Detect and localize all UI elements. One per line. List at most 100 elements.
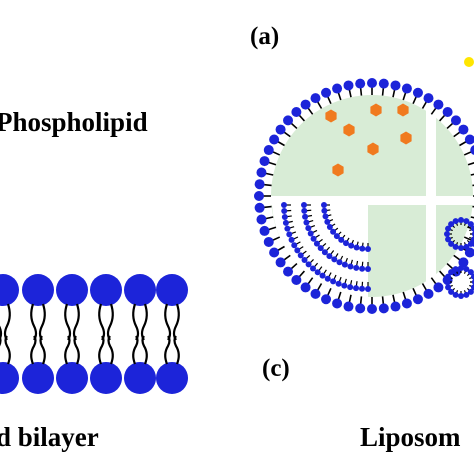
liposome-diagram [254,57,474,314]
membrane-head [291,274,302,285]
lamella-head [319,272,326,279]
lamella-head [301,202,307,208]
membrane-head [433,99,444,110]
lamella-head [322,213,329,220]
lamella-head [470,273,474,280]
lamella-head [341,282,348,289]
lamella-head [365,246,371,252]
lamella-head [452,266,459,273]
lipid-head-bottom [22,362,54,394]
lamella-head [326,253,333,260]
lamella-head [281,213,288,220]
lamella-head [326,224,333,230]
lamella-head [347,284,354,291]
lamella-head [317,245,324,252]
membrane-head [464,247,474,258]
lamella-head [445,284,452,291]
membrane-head [275,124,286,135]
lipid-head-bottom [56,362,88,394]
drug-particle [400,131,412,145]
membrane-head [310,93,321,104]
drug-particle [397,103,409,117]
membrane-head [458,257,469,268]
panel-a-label: (a) [250,23,279,50]
lamella-head [282,219,289,226]
membrane-head [254,191,264,201]
lamella-head [359,245,366,252]
lamella-head [470,236,474,243]
membrane-head [390,301,401,312]
lamella-head [467,221,474,228]
lamella-head [321,202,327,208]
lamella-head [341,261,348,268]
lamella-head [288,236,295,243]
lipid-tail [3,303,11,341]
membrane-head [433,282,444,293]
lipid-tail [132,303,140,341]
lamella-head [284,225,291,232]
lamella-head [448,221,455,228]
liposome-label: Liposom [360,422,461,452]
membrane-head [291,107,302,118]
lamella-head [314,269,321,276]
lamella-head [281,207,288,214]
membrane-head [263,145,274,156]
membrane-tail [470,216,474,219]
drug-particle [343,123,355,137]
membrane-head [300,282,311,293]
lamella-head [294,247,301,254]
membrane-head [321,294,332,305]
lamella-head [445,225,452,232]
membrane-head [401,83,412,94]
membrane-head [412,87,423,98]
membrane-head [378,78,389,89]
membrane-head [263,236,274,247]
membrane-head [464,134,474,145]
lamella-head [444,231,450,237]
lipid-head-top [156,274,188,306]
membrane-head [378,303,389,314]
lamella-head [463,243,470,250]
lamella-head [359,285,366,292]
lamella-head [365,266,371,272]
lipid-tail [0,325,3,341]
lipid-tail [164,303,172,341]
membrane-head [269,134,280,145]
lamella-head [305,261,312,268]
membrane-head [332,83,343,94]
lamella-head [313,240,320,247]
membrane-head [343,80,354,91]
lipid-head-top [56,274,88,306]
membrane-head [310,288,321,299]
lamella-head [336,259,343,266]
lamella-head [353,244,360,251]
lamella-head [458,265,464,271]
drug-particle [325,109,337,123]
drug-particle [367,142,379,156]
phospholipid-label: Phospholipid [0,107,148,137]
membrane-head [343,301,354,312]
lamella-head [348,242,355,249]
lamella-head [301,207,308,214]
lamella-head [291,242,298,249]
lamella-head [286,231,293,238]
membrane-head [254,179,265,190]
membrane-head [355,303,366,314]
membrane-tail [470,173,474,176]
lamella-head [467,240,474,247]
membrane-head [423,93,434,104]
lamella-head [467,269,474,276]
membrane-head [259,225,270,236]
lamella-head [307,230,314,237]
multilamellar-quadrant [272,205,368,298]
lipid-tail [64,303,72,341]
lipid-tail [140,303,148,341]
lamella-head [448,269,455,276]
lamella-head [343,240,349,247]
lipid-tail [173,335,180,365]
membrane-head [259,156,270,167]
lamella-head [458,245,464,251]
membrane-head [442,107,453,118]
membrane-head [470,145,474,155]
lamella-head [359,265,366,272]
